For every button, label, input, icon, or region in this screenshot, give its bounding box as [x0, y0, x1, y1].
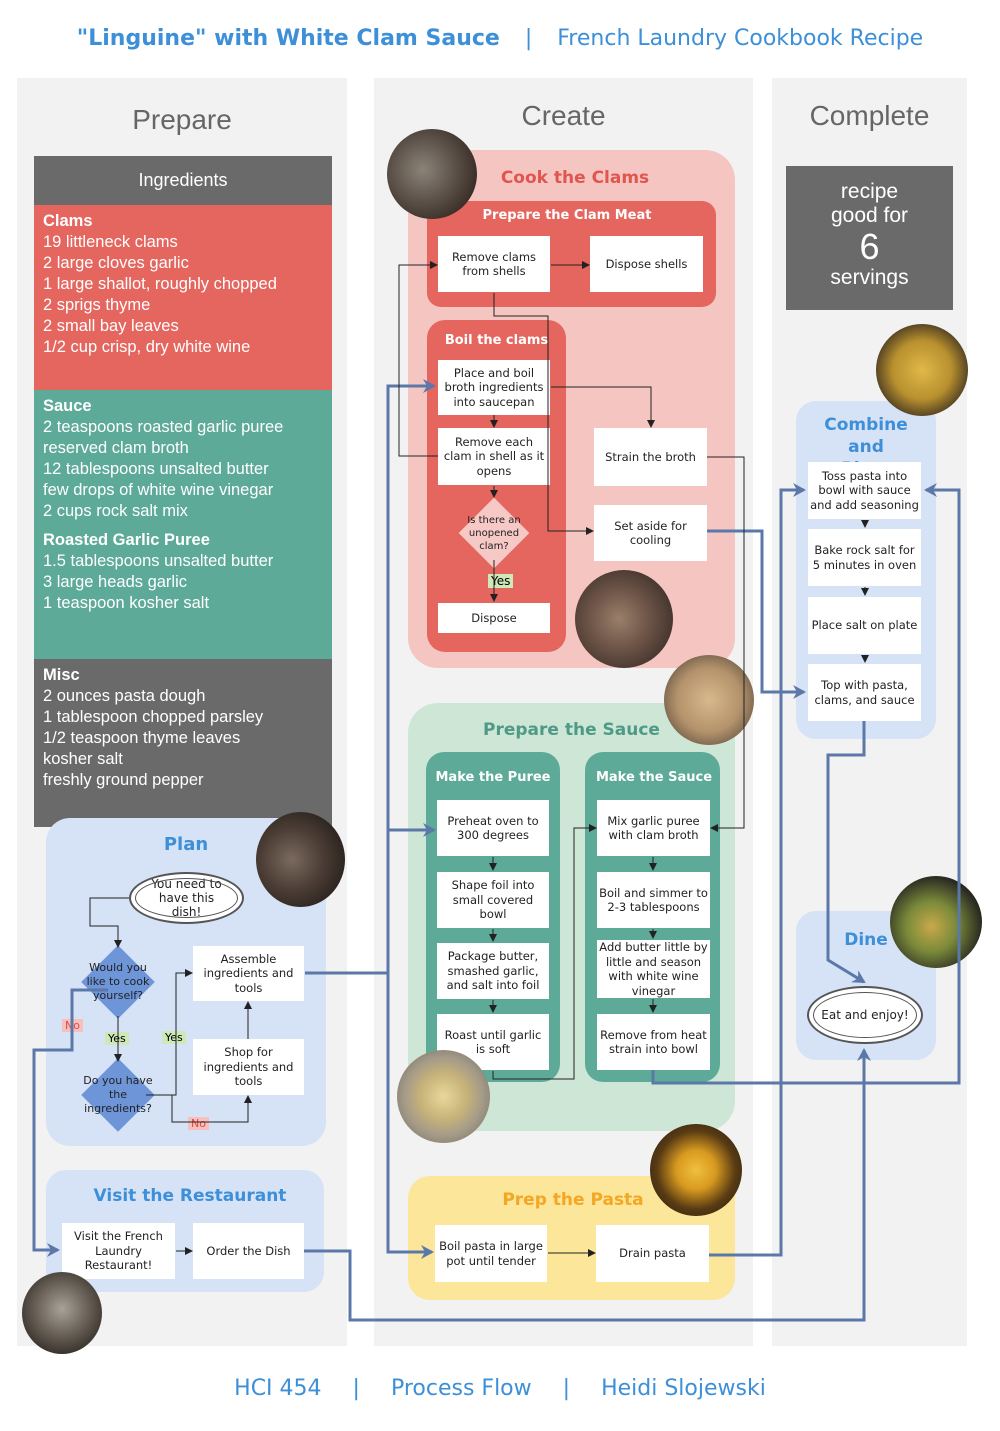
pasta-photo — [650, 1124, 742, 1216]
list-item: 1/2 teaspoon thyme leaves — [43, 729, 241, 747]
restaurant-photo — [22, 1272, 102, 1354]
decision-unopened-text: Is there an unopened clam? — [467, 514, 521, 552]
strain-box: Strain the broth — [594, 428, 707, 486]
start-text: You need to have this dish! — [151, 877, 222, 919]
remove-shells-box: Remove clams from shells — [438, 236, 550, 292]
list-item: 1 large shallot, roughly chopped — [43, 275, 277, 293]
footer-sep-1: | — [352, 1376, 360, 1401]
add-butter-box: Add butter little by little and season w… — [597, 940, 710, 998]
list-item: 2 large cloves garlic — [43, 254, 189, 272]
roasted-garlic-photo — [397, 1050, 490, 1143]
list-item: freshly ground pepper — [43, 771, 204, 789]
footer-sep-2: | — [562, 1376, 571, 1401]
list-item: 3 large heads garlic — [43, 573, 188, 591]
recipe-subtitle: French Laundry Cookbook Recipe — [557, 26, 924, 51]
list-item: 2 cups rock salt mix — [43, 502, 188, 520]
start-oval: You need to have this dish! — [129, 872, 244, 924]
end-text: Eat and enjoy! — [821, 1008, 909, 1022]
visit-box: Visit the French Laundry Restaurant! — [62, 1223, 175, 1279]
chef-photo — [256, 812, 345, 907]
list-item: 1 tablespoon chopped parsley — [43, 708, 264, 726]
package-box: Package butter, smashed garlic, and salt… — [437, 943, 549, 999]
shop-box: Shop for ingredients and tools — [193, 1039, 304, 1095]
list-item: 2 small bay leaves — [43, 317, 179, 335]
pasta-plate-photo — [876, 324, 968, 416]
list-item: kosher salt — [43, 750, 123, 768]
list-item: 1/2 cup crisp, dry white wine — [43, 338, 251, 356]
clam-meat-title: Prepare the Clam Meat — [482, 208, 652, 223]
order-box: Order the Dish — [193, 1223, 304, 1279]
place-boil-box: Place and boil broth ingredients into sa… — [438, 360, 550, 415]
set-aside-box: Set aside for cooling — [594, 505, 707, 561]
yes-label-3: Yes — [488, 574, 514, 588]
complete-heading: Complete — [809, 100, 930, 131]
footer-type: Process Flow — [390, 1376, 532, 1401]
page-header: "Linguine" with White Clam Sauce | Frenc… — [0, 26, 1000, 51]
bake-box: Bake rock salt for 5 minutes in oven — [808, 529, 921, 586]
list-item: 2 sprigs thyme — [43, 296, 151, 314]
ingredients-clams: Clams 19 littleneck clams 2 large cloves… — [34, 205, 332, 390]
end-oval: Eat and enjoy! — [807, 986, 923, 1044]
footer-course: HCI 454 — [234, 1376, 322, 1401]
no-label-2: No — [188, 1117, 209, 1130]
misc-title: Misc — [43, 666, 80, 684]
list-item: 19 littleneck clams — [43, 233, 178, 251]
sauce-title: Prepare the Sauce — [483, 720, 660, 740]
ingredients-sauce: Sauce 2 teaspoons roasted garlic puree r… — [34, 390, 332, 659]
drain-pasta-box: Drain pasta — [596, 1225, 709, 1282]
remove-heat-box: Remove from heat strain into bowl — [597, 1014, 710, 1070]
ingredients-panel: Ingredients Clams 19 littleneck clams 2 … — [34, 156, 332, 827]
remove-each-box: Remove each clam in shell as it opens — [438, 428, 550, 485]
toss-box: Toss pasta into bowl with sauce and add … — [808, 462, 921, 519]
list-item: 1 teaspoon kosher salt — [43, 594, 210, 612]
clams-title: Clams — [43, 212, 93, 230]
boil-simmer-box: Boil and simmer to 2-3 tablespoons — [597, 872, 710, 928]
clams-photo — [387, 129, 477, 219]
ingredients-misc: Misc 2 ounces pasta dough 1 tablespoon c… — [34, 659, 332, 827]
make-sauce-title: Make the Sauce — [595, 770, 713, 785]
boil-clams-title: Boil the clams — [444, 333, 549, 348]
top-box: Top with pasta, clams, and sauce — [808, 664, 921, 721]
no-label-1: No — [62, 1019, 83, 1032]
place-salt-box: Place salt on plate — [808, 597, 921, 654]
garlic-title: Roasted Garlic Puree — [43, 531, 210, 549]
servings-line1: recipe — [840, 180, 899, 203]
create-heading: Create — [521, 100, 606, 131]
servings-line2: good for — [830, 204, 909, 227]
sauce-title: Sauce — [43, 397, 92, 415]
decision-cook-yourself-text: Would you like to cook yourself? — [86, 961, 150, 1002]
servings-line3: servings — [830, 266, 909, 289]
puree-title: Make the Puree — [435, 770, 551, 785]
assemble-box: Assemble ingredients and tools — [193, 946, 304, 1001]
dispose-box: Dispose — [438, 603, 550, 633]
decision-have-ingredients-text: Do you have the ingredients? — [83, 1074, 153, 1115]
boil-pasta-box: Boil pasta in large pot until tender — [435, 1225, 547, 1282]
preheat-box: Preheat oven to 300 degrees — [437, 800, 549, 856]
list-item: reserved clam broth — [43, 439, 189, 457]
cook-clams-title: Cook the Clams — [500, 168, 650, 188]
shape-foil-box: Shape foil into small covered bowl — [437, 872, 549, 928]
servings-number: 6 — [859, 226, 880, 267]
shallots-photo — [575, 570, 673, 668]
yes-label-1: Yes — [105, 1032, 129, 1045]
list-item: 2 ounces pasta dough — [43, 687, 206, 705]
plan-title: Plan — [163, 834, 209, 855]
ingredients-heading: Ingredients — [34, 156, 332, 205]
prepare-heading: Prepare — [132, 104, 232, 135]
recipe-title: "Linguine" with White Clam Sauce — [76, 26, 500, 51]
dispose-shells-box: Dispose shells — [590, 236, 703, 292]
footer-author: Heidi Slojewski — [601, 1376, 766, 1401]
sauce-photo — [664, 655, 754, 745]
mix-box: Mix garlic puree with clam broth — [597, 800, 710, 856]
list-item: 2 teaspoons roasted garlic puree — [43, 418, 284, 436]
servings-panel: recipe good for 6 servings — [786, 166, 953, 310]
list-item: 1.5 tablespoons unsalted butter — [43, 552, 274, 570]
page-footer: HCI 454 | Process Flow | Heidi Slojewski — [0, 1376, 1000, 1401]
list-item: 12 tablespoons unsalted butter — [43, 460, 269, 478]
list-item: few drops of white wine vinegar — [43, 481, 274, 499]
dish-photo — [890, 876, 982, 968]
restaurant-title: Visit the Restaurant — [93, 1186, 287, 1206]
header-separator: | — [524, 26, 533, 51]
yes-label-2: Yes — [162, 1031, 186, 1044]
